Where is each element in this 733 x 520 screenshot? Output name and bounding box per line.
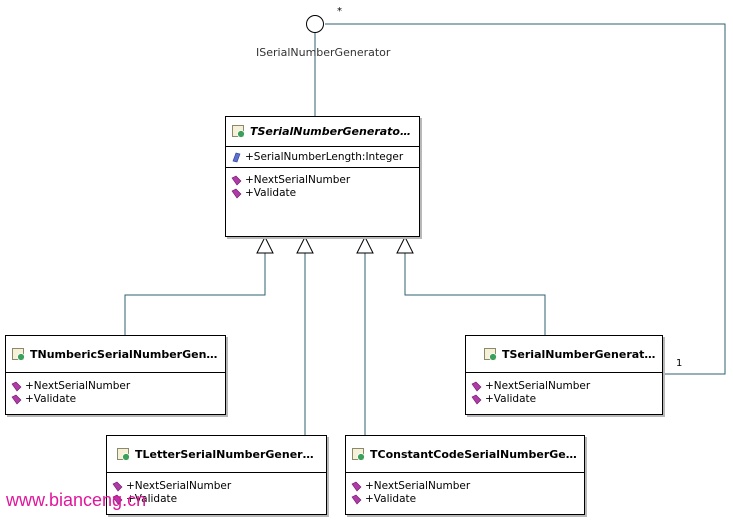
class-icon bbox=[117, 447, 130, 461]
multiplicity-many: * bbox=[337, 6, 342, 17]
method-item[interactable]: +NextSerialNumber bbox=[351, 480, 579, 493]
class-tnumbericserialnumbergenerator[interactable]: TNumbericSerialNumberGenerat... +NextSer… bbox=[5, 335, 226, 415]
class-header: TNumbericSerialNumberGenerat... bbox=[6, 336, 225, 373]
method-item[interactable]: +NextSerialNumber bbox=[112, 480, 321, 493]
inheritance-arrowhead bbox=[256, 235, 274, 254]
methods-section: +NextSerialNumber +Validate bbox=[346, 473, 584, 509]
class-header: TConstantCodeSerialNumberGenera... bbox=[346, 436, 584, 473]
method-label: +Validate bbox=[25, 393, 77, 405]
method-item[interactable]: +Validate bbox=[11, 393, 220, 406]
inheritance-arrowhead bbox=[356, 235, 374, 254]
method-icon bbox=[11, 381, 22, 392]
class-name: TConstantCodeSerialNumberGenera... bbox=[370, 447, 578, 461]
class-icon bbox=[352, 447, 365, 461]
methods-section: +NextSerialNumber +Validate bbox=[107, 473, 326, 509]
method-icon bbox=[231, 188, 242, 199]
attribute-icon bbox=[232, 152, 241, 163]
interface-lollipop-icon bbox=[306, 15, 324, 33]
method-item[interactable]: +Validate bbox=[231, 187, 414, 200]
class-name: TSerialNumberGeneratorBase bbox=[250, 125, 413, 138]
inheritance-arrowhead bbox=[296, 235, 314, 254]
class-tserialnumbergenerator[interactable]: TSerialNumberGenerator +NextSerialNumber… bbox=[465, 335, 663, 415]
method-item[interactable]: +NextSerialNumber bbox=[471, 380, 657, 393]
class-tconstantcodeserialnumbergenerator[interactable]: TConstantCodeSerialNumberGenera... +Next… bbox=[345, 435, 585, 515]
method-icon bbox=[471, 381, 482, 392]
methods-section: +NextSerialNumber +Validate bbox=[466, 373, 662, 409]
method-item[interactable]: +Validate bbox=[112, 493, 321, 506]
generalization-numeric bbox=[124, 253, 266, 335]
method-icon bbox=[351, 494, 362, 505]
watermark: www.bianceng.cn bbox=[6, 490, 147, 510]
class-header: TSerialNumberGeneratorBase bbox=[226, 117, 419, 147]
generalization-serial bbox=[404, 253, 546, 335]
interface-label[interactable]: ISerialNumberGenerator bbox=[256, 46, 391, 59]
method-icon bbox=[11, 394, 22, 405]
class-header: TSerialNumberGenerator bbox=[466, 336, 662, 373]
method-label: +Validate bbox=[245, 187, 297, 199]
class-icon bbox=[12, 347, 25, 361]
class-icon bbox=[484, 347, 497, 361]
multiplicity-one: 1 bbox=[676, 358, 683, 369]
method-label: +Validate bbox=[485, 393, 537, 405]
method-label: +NextSerialNumber bbox=[365, 480, 471, 492]
method-item[interactable]: +NextSerialNumber bbox=[231, 174, 414, 187]
methods-section: +NextSerialNumber +Validate bbox=[226, 168, 419, 203]
method-icon bbox=[351, 481, 362, 492]
method-label: +NextSerialNumber bbox=[485, 380, 591, 392]
inheritance-arrowhead bbox=[396, 235, 414, 254]
method-item[interactable]: +NextSerialNumber bbox=[11, 380, 220, 393]
class-name: TLetterSerialNumberGenerator bbox=[135, 447, 320, 461]
method-icon bbox=[112, 481, 123, 492]
method-icon bbox=[471, 394, 482, 405]
attributes-section: +SerialNumberLength:Integer bbox=[226, 147, 419, 168]
method-label: +Validate bbox=[365, 493, 417, 505]
attribute-label: +SerialNumberLength:Integer bbox=[245, 151, 404, 163]
association-line bbox=[325, 23, 726, 375]
method-icon bbox=[231, 175, 242, 186]
method-label: +NextSerialNumber bbox=[25, 380, 131, 392]
method-label: +NextSerialNumber bbox=[126, 480, 232, 492]
class-name: TSerialNumberGenerator bbox=[502, 347, 656, 361]
method-item[interactable]: +Validate bbox=[471, 393, 657, 406]
method-label: +Validate bbox=[126, 493, 178, 505]
attribute-item[interactable]: +SerialNumberLength:Integer bbox=[231, 151, 414, 164]
class-header: TLetterSerialNumberGenerator bbox=[107, 436, 326, 473]
method-icon bbox=[112, 494, 123, 505]
class-name: TNumbericSerialNumberGenerat... bbox=[30, 347, 219, 361]
class-tserialnumbergeneratorbase[interactable]: TSerialNumberGeneratorBase +SerialNumber… bbox=[225, 116, 420, 237]
class-icon bbox=[232, 125, 245, 138]
method-item[interactable]: +Validate bbox=[351, 493, 579, 506]
method-label: +NextSerialNumber bbox=[245, 174, 351, 186]
class-tlesserialnumbergenerator[interactable]: TLetterSerialNumberGenerator +NextSerial… bbox=[106, 435, 327, 515]
methods-section: +NextSerialNumber +Validate bbox=[6, 373, 225, 409]
